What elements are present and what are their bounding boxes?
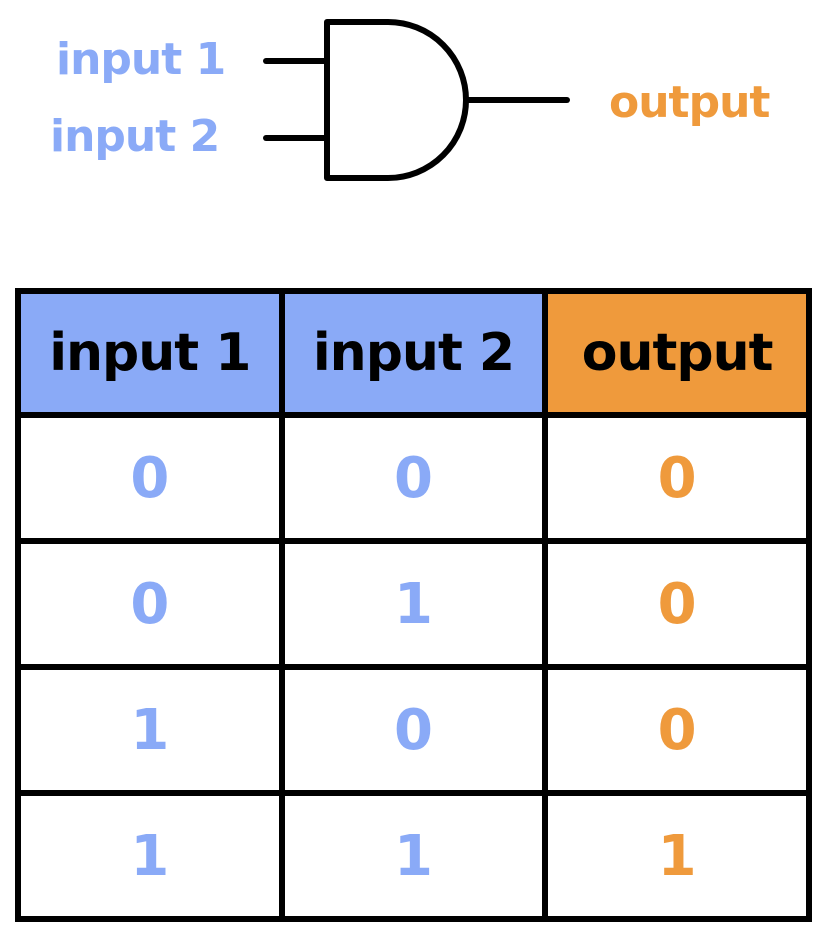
table-row: 1 0 0: [15, 664, 812, 796]
table-header-row: input 1 input 2 output: [15, 288, 812, 418]
cell-output: 0: [542, 664, 812, 796]
header-input-2: input 2: [278, 288, 549, 418]
cell-input-1: 1: [15, 790, 285, 922]
cell-input-1: 0: [15, 538, 285, 670]
gate-output-label: output: [609, 77, 770, 128]
gate-input-2-label: input 2: [50, 111, 220, 162]
cell-input-2: 1: [278, 790, 549, 922]
truth-table: input 1 input 2 output 0 0 0 0 1 0 1 0 0…: [15, 288, 812, 922]
cell-output: 0: [542, 538, 812, 670]
cell-input-1: 0: [15, 412, 285, 544]
header-output: output: [542, 288, 812, 418]
header-input-1: input 1: [15, 288, 285, 418]
gate-input-1-label: input 1: [56, 34, 226, 85]
table-row: 0 1 0: [15, 538, 812, 670]
and-gate-body: [324, 19, 469, 181]
cell-output: 0: [542, 412, 812, 544]
cell-input-2: 0: [278, 412, 549, 544]
and-gate-diagram: input 1 input 2 output: [0, 0, 834, 210]
and-gate-icon: [263, 19, 570, 181]
cell-input-1: 1: [15, 664, 285, 796]
cell-input-2: 0: [278, 664, 549, 796]
cell-input-2: 1: [278, 538, 549, 670]
table-row: 1 1 1: [15, 790, 812, 922]
cell-output: 1: [542, 790, 812, 922]
table-row: 0 0 0: [15, 412, 812, 544]
